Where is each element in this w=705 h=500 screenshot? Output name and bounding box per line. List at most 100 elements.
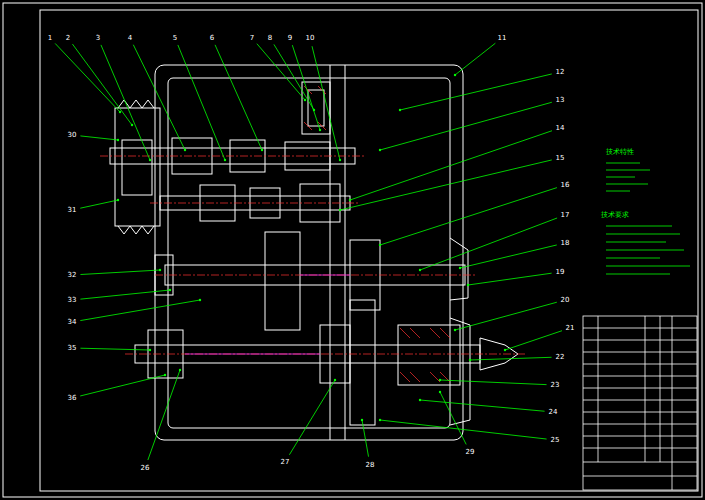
pulley-groove	[118, 226, 154, 234]
callout-number: 34	[68, 319, 77, 326]
note-line	[606, 234, 680, 235]
note-line	[606, 191, 630, 192]
bearing	[302, 82, 330, 134]
callout-number: 21	[566, 325, 575, 332]
callout-number: 14	[556, 125, 565, 132]
callout-number: 13	[556, 97, 565, 104]
leader-dot	[419, 269, 421, 271]
leader-line	[470, 357, 552, 360]
leader-line	[380, 188, 557, 245]
leader-line	[420, 400, 545, 411]
center-line	[150, 203, 360, 204]
pulley-groove	[118, 100, 154, 108]
leader-dot	[149, 349, 151, 351]
callout-number: 22	[556, 354, 565, 361]
center-line	[155, 275, 475, 276]
leader-dot	[164, 374, 166, 376]
callout-number: 7	[250, 35, 254, 42]
leader-line	[440, 380, 547, 385]
leader-line	[80, 136, 118, 140]
leader-dot	[379, 149, 381, 151]
table-line	[660, 316, 661, 462]
housing-inner	[168, 78, 450, 428]
leader-line	[80, 300, 200, 321]
leader-line	[505, 331, 562, 350]
leader-line	[292, 45, 320, 130]
leader-line	[274, 44, 314, 110]
callout-number: 2	[66, 35, 70, 42]
leader-dot	[169, 289, 171, 291]
note-line	[606, 258, 660, 259]
title-block	[583, 316, 697, 490]
callout-number: 18	[561, 240, 570, 247]
callout-number: 17	[561, 212, 570, 219]
leader-line	[289, 380, 335, 455]
callout-number: 12	[556, 69, 565, 76]
leader-dot	[339, 209, 341, 211]
leader-dot	[469, 359, 471, 361]
bearing-housing	[398, 325, 460, 385]
leader-dot	[304, 99, 306, 101]
center-line	[100, 156, 365, 157]
note-line	[606, 274, 670, 275]
leader-line	[380, 420, 547, 439]
leader-line	[380, 102, 552, 150]
leader-dot	[313, 109, 315, 111]
leader-line	[80, 348, 150, 350]
note-line	[606, 226, 672, 227]
table-line	[672, 316, 673, 490]
callout-number: 26	[141, 465, 150, 472]
table-line	[583, 476, 697, 477]
table-line	[598, 316, 599, 462]
callout-number: 28	[366, 462, 375, 469]
leader-line	[455, 302, 557, 330]
leader-line	[101, 45, 150, 160]
leader-dot	[439, 391, 441, 393]
note-line	[606, 163, 640, 164]
table-line	[583, 424, 697, 425]
shaft	[165, 265, 465, 285]
inner-wall	[345, 65, 346, 440]
callout-number: 35	[68, 345, 77, 352]
callout-number: 9	[288, 35, 292, 42]
leader-dot	[149, 159, 151, 161]
callout-number: 5	[173, 35, 177, 42]
bearing	[308, 90, 324, 126]
leader-line	[350, 131, 552, 200]
leader-line	[80, 290, 170, 299]
leader-line	[80, 200, 118, 208]
leader-dot	[334, 379, 336, 381]
leader-line	[455, 43, 495, 75]
leader-dot	[179, 369, 181, 371]
leader-line	[80, 375, 165, 396]
callout-number: 23	[551, 382, 560, 389]
leader-line	[460, 245, 557, 268]
note-heading: 技术特性	[606, 149, 634, 156]
leader-line	[133, 45, 185, 150]
note-heading: 技术要求	[601, 212, 629, 219]
table-line	[645, 316, 646, 462]
callout-number: 1	[48, 35, 52, 42]
table-line	[583, 364, 697, 365]
leader-dot	[467, 284, 469, 286]
leader-line	[80, 270, 160, 275]
leader-dot	[349, 199, 351, 201]
shaft-line	[185, 354, 320, 355]
leader-line	[178, 45, 225, 160]
leader-line	[362, 420, 369, 457]
leader-dot	[504, 349, 506, 351]
leader-line	[148, 370, 180, 460]
leader-dot	[319, 129, 321, 131]
note-line	[606, 184, 648, 185]
leader-dot	[117, 199, 119, 201]
leader-line	[215, 45, 262, 150]
callout-number: 25	[551, 437, 560, 444]
leader-dot	[454, 329, 456, 331]
callout-number: 3	[96, 35, 100, 42]
leader-dot	[184, 149, 186, 151]
table-line	[583, 388, 697, 389]
note-line	[606, 242, 666, 243]
callout-number: 6	[210, 35, 214, 42]
leader-dot	[131, 124, 133, 126]
